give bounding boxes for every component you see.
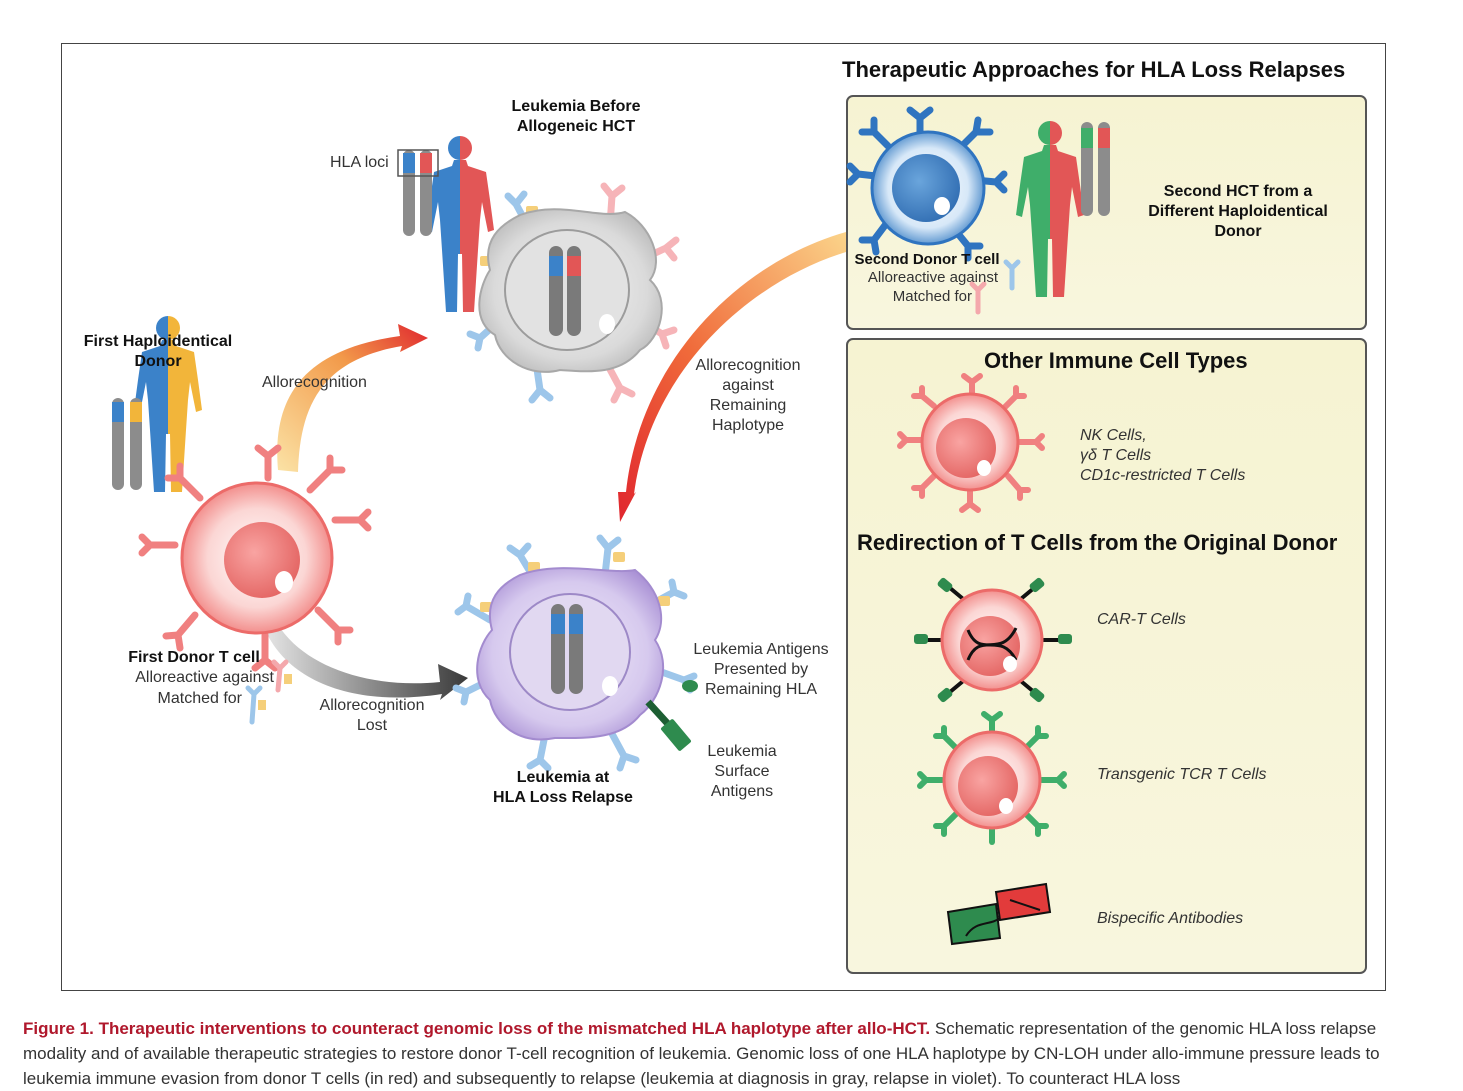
leukemia-relapse-cell [452, 534, 698, 772]
allorecognition-remaining-line-3: Remaining [709, 397, 787, 414]
first-donor-tcell [138, 444, 372, 672]
nk-cells-line-2: γδ T Cells [1080, 447, 1152, 464]
leukemia-surface-line-3: Antigens [710, 783, 774, 800]
second-tcell-title: Second Donor T cell [854, 251, 1000, 268]
first-tcell-alloreactive: Alloreactive against [135, 669, 274, 686]
second-donor-tcell [846, 106, 1008, 262]
allorecognition-remaining-line-4: Haplotype [711, 417, 785, 434]
leukemia-antigens-label: Leukemia Antigens Presented by Remaining… [684, 640, 838, 700]
first-donor-line-2: Donor [134, 353, 182, 370]
first-tcell-matched: Matched for [157, 690, 242, 707]
bispecific-label: Bispecific Antibodies [1097, 910, 1244, 927]
caption-title: Figure 1. Therapeutic interventions to c… [23, 1019, 931, 1038]
leukemia-surface-line-2: Surface [714, 763, 770, 780]
tcr-t-label: Transgenic TCR T Cells [1097, 766, 1267, 783]
first-donor-figure [112, 316, 202, 492]
allorecognition-lost-arrow [262, 612, 468, 700]
nk-cells-line-3: CD1c-restricted T Cells [1080, 467, 1246, 484]
leukemia-antigens-line-2: Presented by [713, 661, 809, 678]
hla-glyph-red-second [969, 281, 987, 315]
second-tcell-alloreactive: Alloreactive against [867, 269, 998, 286]
allorecognition-lost-line-2: Lost [356, 717, 388, 734]
car-t-cell [914, 577, 1072, 703]
allorecognition-remaining-label: Allorecognition against Remaining Haplot… [680, 356, 816, 436]
first-donor-line-1: First Haploidentical [83, 333, 233, 350]
hla-glyph-red-yellow [271, 659, 292, 693]
leukemia-relapse-line-2: HLA Loss Relapse [493, 789, 633, 806]
nk-cells-line-1: NK Cells, [1080, 427, 1147, 444]
other-immune-title: Other Immune Cell Types [984, 348, 1248, 373]
allorecognition-arrow [277, 324, 428, 472]
patient-figure-before [397, 136, 494, 312]
leukemia-antigens-line-3: Remaining HLA [704, 681, 818, 698]
hla-loci-box [397, 149, 439, 177]
leukemia-surface-line-1: Leukemia [707, 743, 777, 760]
hla-loci-label: HLA loci [330, 154, 389, 171]
leukemia-antigens-line-1: Leukemia Antigens [693, 641, 829, 658]
bispecific-antibody-icon [946, 882, 1052, 946]
second-tcell-matched: Matched for [892, 288, 972, 305]
leukemia-before-cell [466, 182, 680, 404]
tcr-t-cell [917, 711, 1067, 845]
allorecognition-lost-label: Allorecognition Lost [304, 696, 440, 736]
leukemia-before-label: Leukemia Before Allogeneic HCT [488, 97, 664, 137]
second-hct-line-2: Different Haploidentical [1148, 203, 1328, 220]
leukemia-before-line-1: Leukemia Before [511, 98, 641, 115]
leukemia-relapse-label: Leukemia at HLA Loss Relapse [478, 768, 648, 808]
first-donor-label: First Haploidentical Donor [70, 332, 246, 372]
allorecognition-remaining-arrow [618, 232, 846, 522]
panel-title: Therapeutic Approaches for HLA Loss Rela… [842, 57, 1346, 82]
car-t-label: CAR-T Cells [1097, 611, 1186, 628]
nk-cell [897, 373, 1045, 513]
redirection-title: Redirection of T Cells from the Original… [857, 530, 1338, 555]
second-hct-line-3: Donor [1214, 223, 1262, 240]
first-tcell-title: First Donor T cell [128, 649, 260, 666]
second-donor-figure [1016, 121, 1110, 297]
allorecognition-remaining-line-2: against [722, 377, 774, 394]
leukemia-surface-label: Leukemia Surface Antigens [692, 742, 792, 802]
allorecognition-remaining-line-1: Allorecognition [695, 357, 801, 374]
second-hct-label: Second HCT from a Different Haploidentic… [1130, 182, 1346, 242]
leukemia-relapse-line-1: Leukemia at [516, 769, 610, 786]
second-hct-line-1: Second HCT from a [1163, 183, 1313, 200]
allorecognition-label: Allorecognition [262, 374, 367, 391]
leukemia-before-line-2: Allogeneic HCT [516, 118, 636, 135]
allorecognition-lost-line-1: Allorecognition [319, 697, 425, 714]
hla-glyph-blue-yellow [245, 685, 266, 725]
hla-glyph-blue-second [1003, 259, 1021, 291]
nk-cells-label: NK Cells, γδ T Cells CD1c-restricted T C… [1080, 426, 1245, 486]
